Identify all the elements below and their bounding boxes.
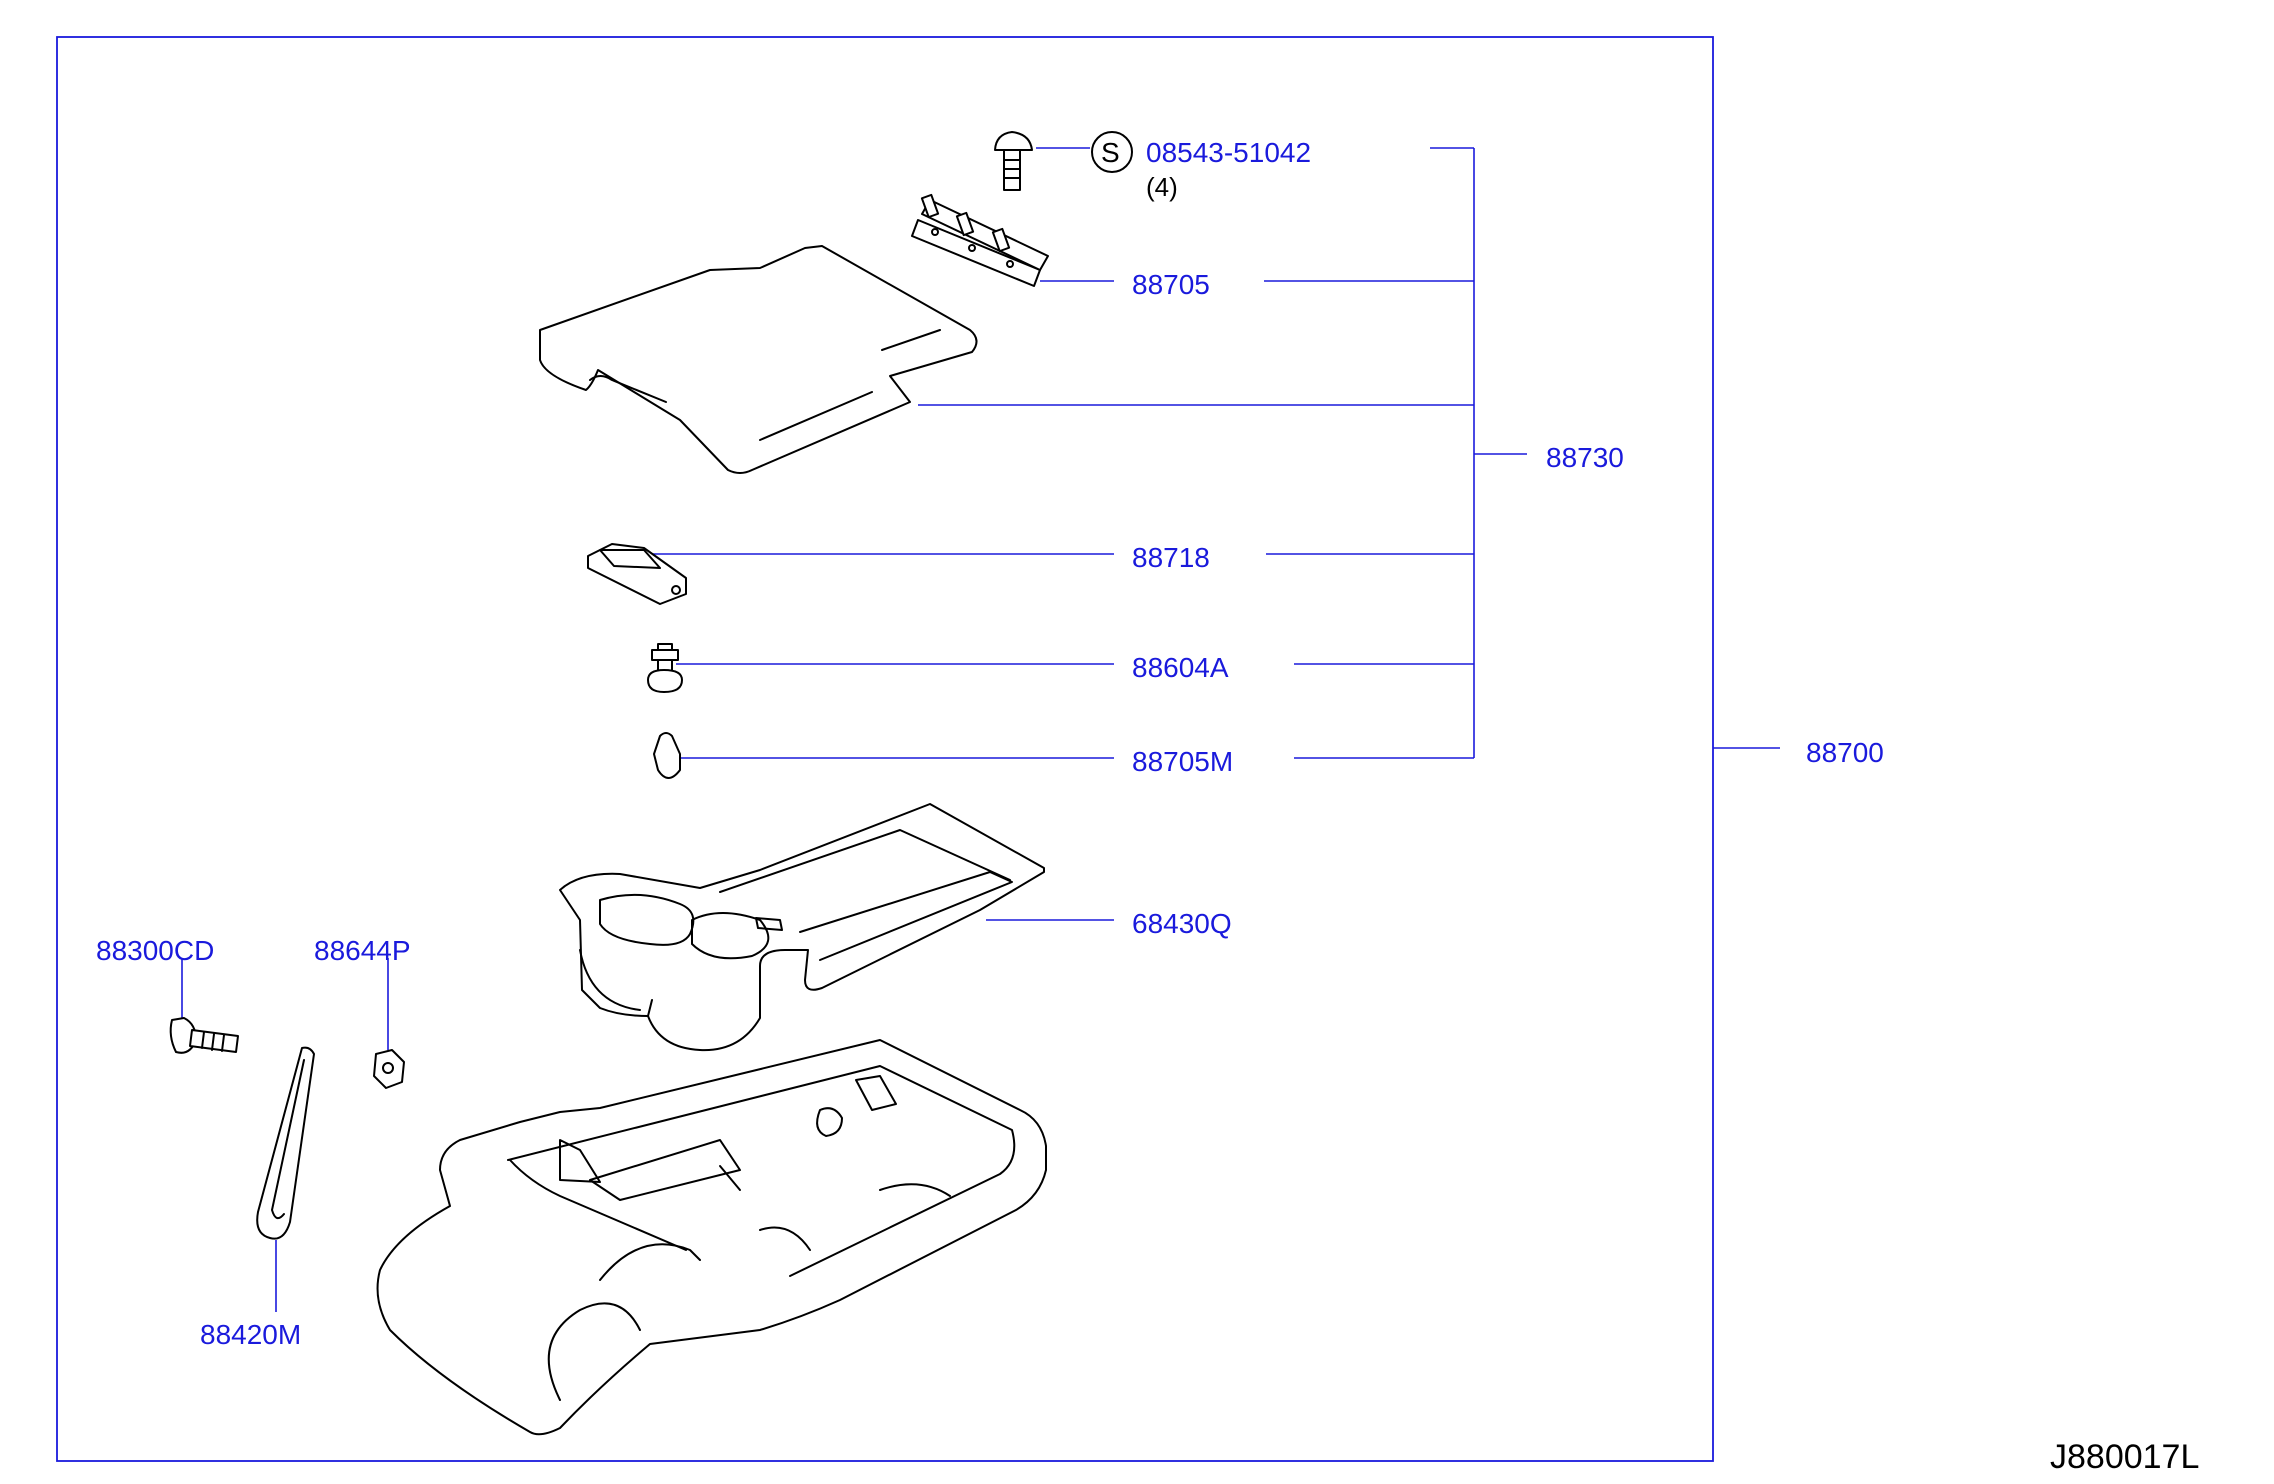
reference-code: J880017L [2050,1438,2199,1476]
nut-icon [373,1049,405,1089]
label-bolt: 88604A [1132,652,1229,683]
latch-icon [587,543,687,605]
label-screw-qty: (4) [1146,172,1178,202]
console-lid-icon [539,245,978,474]
console-base-icon [376,1039,1047,1436]
bumper-icon [653,732,681,779]
diagram-frame [56,36,1714,1462]
label-clip-screw: 88300CD [96,935,214,966]
bolt-icon [647,643,683,693]
console-top-icon [559,803,1045,1052]
label-latch: 88718 [1132,542,1210,573]
label-strap: 88420M [200,1319,301,1350]
label-hinge: 88705 [1132,269,1210,300]
label-assembly: 88730 [1546,442,1624,473]
label-complete: 88700 [1806,737,1884,768]
strap-icon [256,1046,315,1240]
leader-lines [181,147,1780,1312]
label-console-top: 68430Q [1132,908,1232,939]
label-bumper: 88705M [1132,746,1233,777]
label-screw: 08543-51042 [1146,137,1311,168]
screw-s-marker: S [1101,137,1120,168]
screw-icon [994,131,1033,191]
s-circle-icon [1091,131,1133,173]
label-nut: 88644P [314,935,411,966]
hinge-icon [911,193,1049,287]
clip-screw-icon [169,1017,239,1054]
